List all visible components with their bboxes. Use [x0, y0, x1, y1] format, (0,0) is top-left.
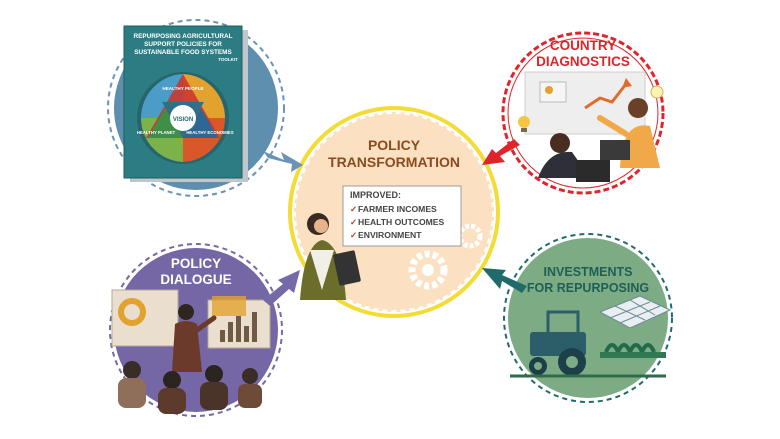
arrow-icon: [482, 268, 527, 293]
country-label-line1: COUNTRY: [550, 38, 616, 53]
checkmark-icon: ✓: [350, 204, 357, 214]
analyst-figure-right: [597, 98, 660, 168]
solar-panel-icon: [598, 295, 672, 329]
arrow-icon: [263, 270, 300, 306]
center-ring: [288, 106, 500, 318]
cover-title-line2: SUPPORT POLICIES FOR: [144, 41, 222, 48]
tractor-icon: [529, 310, 586, 376]
center-node: POLICY TRANSFORMATION IMPROVED: ✓ FARMER…: [288, 106, 500, 318]
country-node: COUNTRY DIAGNOSTICS: [501, 31, 665, 195]
pie-chart-icon: [118, 298, 146, 326]
cover-tag: TOOLKIT: [218, 57, 238, 62]
arrow-icon: [482, 139, 520, 165]
cover-title-line3: SUSTAINABLE FOOD SYSTEMS: [134, 49, 232, 56]
wheel-right-label: HEALTHY ECONOMIES: [186, 130, 233, 135]
investments-label-line1: INVESTMENTS: [544, 265, 633, 279]
investments-ring: [503, 233, 673, 403]
improvement-board: IMPROVED: ✓ FARMER INCOMES ✓ HEALTH OUTC…: [342, 185, 462, 247]
presentation-slides: [111, 289, 271, 349]
wheel-left-label: HEALTHY PLANET: [137, 130, 176, 135]
board-item-2: HEALTH OUTCOMES: [358, 217, 445, 227]
toolkit-book: REPURPOSING AGRICULTURAL SUPPORT POLICIE…: [123, 25, 248, 182]
speaker-figure: [172, 304, 217, 372]
vision-wheel: VISION HEALTHY PEOPLE HEALTHY PLANET HEA…: [137, 72, 234, 164]
dialogue-ring: [109, 243, 283, 417]
clipboard-icon: [333, 250, 361, 286]
arrow-investments-to-center: [482, 268, 527, 293]
center-title-line1: POLICY: [368, 137, 421, 153]
board-item-3: ENVIRONMENT: [358, 230, 422, 240]
arrow-toolkit-to-center: [263, 151, 303, 172]
presenter-figure: [300, 213, 361, 300]
bar-chart-icon: [220, 312, 257, 342]
investments-label-line2: FOR REPURPOSING: [527, 281, 649, 295]
checkmark-icon: ✓: [350, 230, 357, 240]
chart-icon: [524, 71, 646, 135]
investments-node: INVESTMENTS FOR REPURPOSING: [503, 233, 673, 403]
dialogue-label-line2: DIALOGUE: [160, 272, 231, 287]
dialogue-node: POLICY DIALOGUE: [109, 243, 283, 417]
arrow-country-to-center: [482, 139, 520, 165]
analyst-figure-left: [538, 133, 610, 182]
board-heading: IMPROVED:: [350, 190, 401, 200]
lightbulb-icon: [518, 85, 664, 132]
country-ring: [501, 31, 665, 195]
crop-icon: [600, 343, 666, 358]
checkmark-icon: ✓: [350, 217, 357, 227]
wheel-center-label: VISION: [173, 117, 193, 123]
board-panel: [342, 185, 462, 247]
cover-title-line1: REPURPOSING AGRICULTURAL: [133, 33, 232, 40]
laptop-icon: [576, 160, 610, 182]
dialogue-label-line1: POLICY: [171, 256, 221, 271]
board-item-1: FARMER INCOMES: [358, 204, 437, 214]
arrow-dialogue-to-center: [263, 270, 300, 306]
audience-figures: [118, 361, 262, 414]
arrow-icon: [263, 151, 303, 172]
toolkit-ring: [107, 19, 285, 197]
country-label-line2: DIAGNOSTICS: [536, 54, 630, 69]
wheel-top-label: HEALTHY PEOPLE: [162, 86, 203, 91]
center-title-line2: TRANSFORMATION: [328, 154, 460, 170]
toolkit-node: REPURPOSING AGRICULTURAL SUPPORT POLICIE…: [107, 19, 285, 197]
